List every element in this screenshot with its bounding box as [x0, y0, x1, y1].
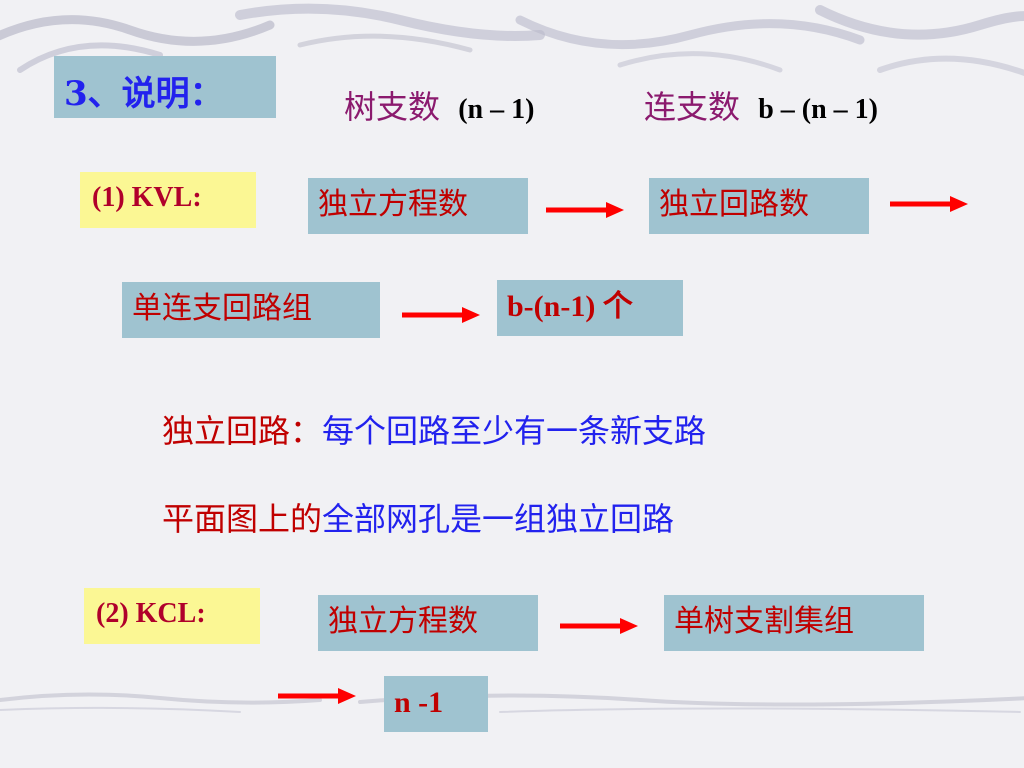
kcl-label-box: (2) KCL: [84, 588, 260, 644]
kcl-box1-text: 独立方程数 [328, 604, 478, 639]
link-count-line: 连支数 b – (n – 1) [644, 82, 878, 128]
arrow-icon [890, 196, 968, 212]
kcl-independent-equations-box: 独立方程数 [318, 595, 538, 651]
kvl-box4-text: b-(n-1) 个 [507, 290, 633, 323]
arrow-icon [402, 307, 480, 323]
kvl-label-box: (1) KVL: [80, 172, 256, 228]
kvl-count-box: b-(n-1) 个 [497, 280, 683, 336]
tree-label: 树支数 [344, 88, 441, 126]
note-planar-mesh: 平面图上的全部网孔是一组独立回路 [162, 494, 674, 540]
kvl-box3-text: 单连支回路组 [132, 291, 312, 326]
kcl-box3-text: n -1 [394, 686, 444, 719]
kcl-count-box: n -1 [384, 676, 488, 732]
single-link-loop-set-box: 单连支回路组 [122, 282, 380, 338]
kcl-box2-text: 单树支割集组 [674, 604, 854, 639]
note2-text: 全部网孔是一组独立回路 [322, 500, 675, 538]
kvl-box1-text: 独立方程数 [318, 187, 468, 222]
single-tree-cutset-box: 单树支割集组 [664, 595, 924, 651]
note2-prefix: 平面图上的 [162, 500, 323, 538]
tree-formula: (n – 1) [458, 94, 535, 125]
heading-box: 3、说明： [54, 56, 276, 118]
note-independent-loop: 独立回路：每个回路至少有一条新支路 [162, 406, 706, 452]
note1-prefix: 独立回路： [162, 412, 323, 450]
link-label: 连支数 [644, 88, 741, 126]
arrow-icon [278, 688, 356, 704]
kvl-label: (1) KVL: [92, 182, 202, 213]
arrow-icon [560, 618, 638, 634]
heading: 3、说明： [64, 74, 224, 114]
note1-text: 每个回路至少有一条新支路 [322, 412, 707, 450]
kvl-box2-text: 独立回路数 [659, 187, 809, 222]
kcl-label: (2) KCL: [96, 598, 206, 629]
arrow-icon [546, 202, 624, 218]
tree-count-line: 树支数 (n – 1) [344, 82, 534, 128]
link-formula: b – (n – 1) [758, 94, 878, 125]
kvl-independent-equations-box: 独立方程数 [308, 178, 528, 234]
kvl-independent-loops-box: 独立回路数 [649, 178, 869, 234]
